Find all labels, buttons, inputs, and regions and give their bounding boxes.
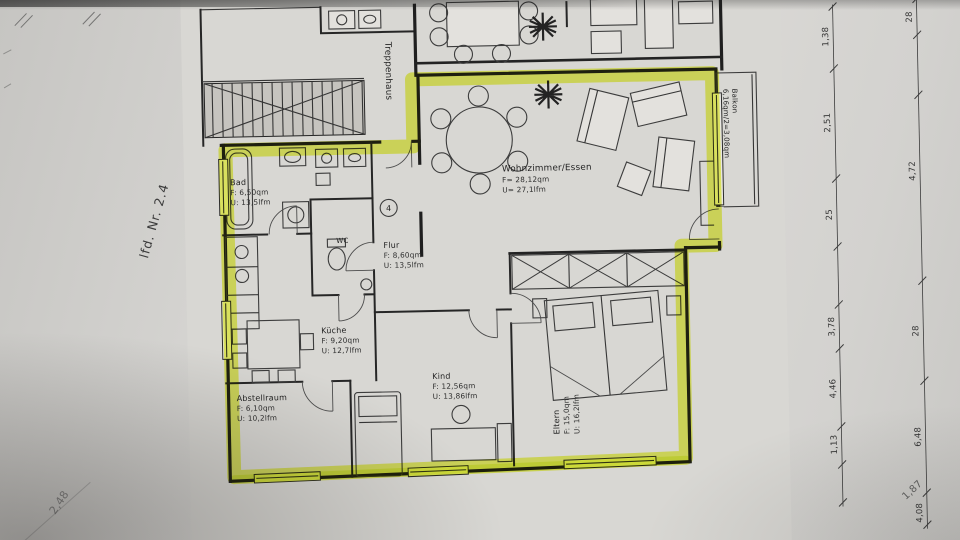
room-label-flur: Flur <box>383 241 400 250</box>
dim-label: 25 <box>825 209 835 220</box>
dim-label: 3,78 <box>827 317 837 337</box>
armchair <box>652 136 696 192</box>
room-area-eltern: F: 15,0qm <box>562 396 572 434</box>
coffee-table <box>616 161 652 197</box>
room-label-kind: Kind <box>432 372 451 381</box>
room-label-treppenhaus: Treppenhaus <box>382 41 393 101</box>
toilet <box>326 238 347 248</box>
highlighter-outline-pass2 <box>230 455 691 484</box>
hall-symbol-circle <box>379 198 398 217</box>
room-area-flur: F: 8,60qm <box>384 250 422 260</box>
neighbor-apartment-partial <box>200 0 724 77</box>
room-perimeter-abstellraum: U: 10,2lfm <box>237 413 277 423</box>
room-area-balkon: 6,16qm/2=3,08qm <box>721 89 730 159</box>
room-perimeter-flur: U: 13,5lfm <box>384 260 424 270</box>
nightstand <box>532 298 548 319</box>
dining-table-round <box>445 106 513 174</box>
double-bed <box>543 289 668 401</box>
desk-chair <box>451 404 471 424</box>
room-perimeter-bad: U: 13,5lfm <box>230 197 270 207</box>
dimension-chain-inner: 1,38 2,51 25 3,78 4,46 1,13 <box>821 2 848 507</box>
room-area-wohnzimmer: F= 28,12qm <box>502 175 549 185</box>
armchair <box>576 87 630 152</box>
dim-label: 2,51 <box>823 113 833 133</box>
dim-label: 28 <box>911 325 921 336</box>
dim-label: 28 <box>905 11 915 22</box>
dim-label: 4,46 <box>828 379 838 399</box>
dim-label: 1,38 <box>821 27 831 47</box>
dimension-chain-outer: 28 4,72 28 6,48 4,08 1,87 <box>900 0 932 530</box>
room-area-kind: F: 12,56qm <box>432 381 475 391</box>
margin-marks: lfd. Nr. 2.4 2,48 <box>3 11 172 540</box>
room-label-kueche: Küche <box>321 326 346 336</box>
dim-label: 4,72 <box>908 161 918 181</box>
room-area-abstellraum: F: 6,10qm <box>237 403 275 413</box>
stairwell <box>199 8 366 147</box>
sheet-number-note: lfd. Nr. 2.4 <box>136 182 171 260</box>
room-label-wc: WC <box>336 237 348 245</box>
room-perimeter-kueche: U: 12,7lfm <box>322 345 362 355</box>
room-label-wohnzimmer: Wohnzimmer/Essen <box>502 163 592 175</box>
hall-symbol-number: 4 <box>386 204 391 213</box>
plant-icon <box>528 12 557 41</box>
dim-label: 4,08 <box>915 503 925 523</box>
neighbor-sofa <box>589 0 638 27</box>
room-perimeter-wohnzimmer: U= 27,1lfm <box>502 185 546 195</box>
wc-basin <box>360 278 373 291</box>
room-perimeter-kind: U: 13,86lfm <box>433 391 478 401</box>
parents-bedroom-furniture <box>532 289 682 401</box>
room-perimeter-eltern: U: 16,2lfm <box>572 394 582 434</box>
kitchen-table <box>246 319 301 370</box>
room-label-bad: Bad <box>230 178 246 187</box>
room-label-balkon: Balkon <box>730 89 739 114</box>
washing-machine <box>281 201 310 229</box>
room-labels: Treppenhaus Bad F: 6,50qm U: 13,5lfm WC … <box>230 41 739 435</box>
dim-label: 6,48 <box>913 427 923 447</box>
neighbor-dining-table <box>445 0 520 48</box>
corner-dim-note: 1,87 <box>900 479 924 503</box>
wc-fixtures <box>326 238 373 291</box>
room-area-kueche: F: 9,20qm <box>321 336 359 346</box>
room-area-bad: F: 6,50qm <box>230 187 268 197</box>
living-room-furniture <box>430 80 718 226</box>
room-label-abstellraum: Abstellraum <box>237 393 288 403</box>
neighbor-sink-unit <box>327 10 356 30</box>
room-label-eltern: Eltern <box>552 410 562 435</box>
bathroom-fixtures <box>225 147 367 230</box>
dim-label: 1,13 <box>830 435 840 455</box>
plant-icon <box>534 80 563 109</box>
